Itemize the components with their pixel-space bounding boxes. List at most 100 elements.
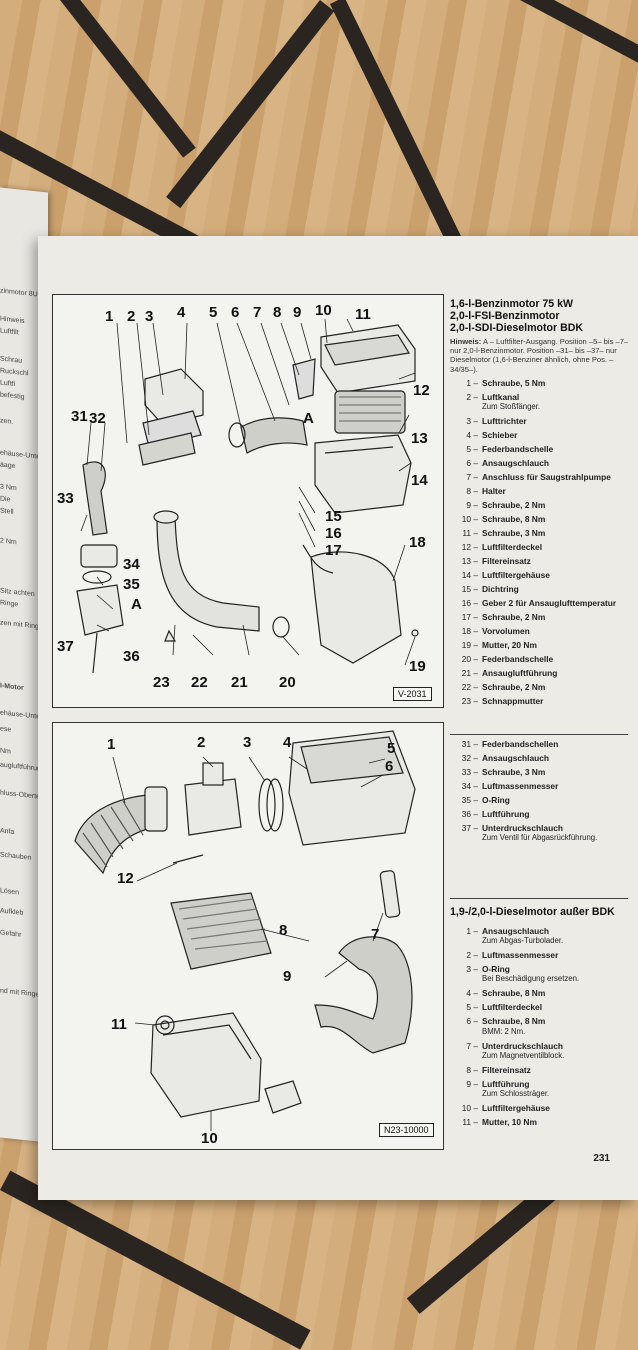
legend-item-text: Anschluss für Saugstrahlpumpe [482, 472, 632, 482]
left-page-text: Stell [0, 507, 14, 516]
left-page-text: I-Motor [0, 682, 24, 692]
legend-item-label: Federbandschellen [482, 739, 559, 749]
legend-item-text: Schraube, 2 Nm [482, 682, 632, 692]
legend-item: 1 –Schraube, 5 Nm [450, 378, 632, 388]
legend-item-text: Vorvolumen [482, 626, 632, 636]
legend-item-number: 8 – [466, 486, 478, 497]
legend-item-number: 32 – [461, 753, 478, 763]
left-page-text: Luftfilt [0, 327, 19, 337]
legend-item-text: Federbandschelle [482, 654, 632, 664]
legend-item-label: Schraube, 8 Nm [482, 1016, 546, 1027]
legend-item: 4 –Schraube, 8 Nm [450, 988, 632, 998]
callout-16: 16 [325, 525, 342, 542]
legend-item-text: Luftmassenmesser [482, 950, 632, 960]
legend-item-number: 37 – [461, 823, 478, 833]
legend-item-text: Mutter, 10 Nm [482, 1117, 632, 1127]
callout-13: 13 [411, 430, 428, 447]
legend-item-number: 18 – [461, 626, 478, 637]
callout-4: 4 [177, 304, 186, 321]
legend-item: 4 –Schieber [450, 430, 632, 440]
page-number: 231 [593, 1153, 610, 1164]
legend-item: 33 –Schraube, 3 Nm [450, 767, 632, 777]
legend-item-label: Ansaugschlauch [482, 926, 550, 936]
callout-31: 31 [71, 408, 88, 425]
callout-12: 12 [413, 382, 430, 399]
legend-item-number: 1 – [466, 926, 478, 936]
legend-item-number: 12 – [461, 542, 478, 553]
legend-item: 23 –Schnappmutter [450, 696, 632, 706]
legend-item-label: Schraube, 8 Nm [482, 514, 546, 525]
legend-item: 10 –Schraube, 8 Nm [450, 514, 632, 524]
callout-12: 12 [117, 870, 134, 887]
legend-item-text: Halter [482, 486, 632, 496]
legend-item: 11 – Mutter, 10 Nm [450, 1117, 632, 1127]
legend-item-label: Schraube, 2 Nm [482, 612, 546, 623]
legend-item-text: Schraube, 2 Nm [482, 500, 632, 510]
section2-title: 1,9-/2,0-l-Dieselmotor außer BDK [450, 906, 615, 918]
left-page-text: ehäuse-Unter [0, 449, 43, 461]
legend-item-label: Luftführung [482, 1078, 530, 1089]
left-page-text: Aufkleb [0, 907, 24, 917]
legend-item-text: Ansaugluftführung [482, 668, 632, 678]
left-page-text: zen mit Ringe [0, 619, 43, 631]
callout-6: 6 [385, 758, 394, 775]
left-page-text: 2 Nm [0, 537, 17, 547]
legend-item-number: 3 – [466, 416, 478, 427]
legend-item-text: O-Ring [482, 795, 632, 805]
table-stripe [60, 0, 196, 158]
callout-4: 4 [283, 734, 292, 751]
legend-item-label: Luftfilterdeckel [482, 542, 543, 553]
legend-item-label: Ansaugluftführung [482, 668, 558, 679]
legend-item-label: Luftkanal [482, 391, 520, 402]
left-page-text: befestig [0, 391, 25, 402]
legend-item-label: Luftführung [482, 809, 530, 819]
legend-item-label: Mutter, 20 Nm [482, 640, 537, 651]
legend-item-number: 36 – [461, 809, 478, 819]
legend-item-text: Luftfiltergehäuse [482, 570, 632, 580]
legend-item: 15 –Dichtring [450, 584, 632, 594]
legend-item: 21 –Ansaugluftführung [450, 668, 632, 678]
callout-1: 1 [105, 308, 114, 325]
callout-19: 19 [409, 658, 426, 675]
callout-5: 5 [209, 304, 218, 321]
legend-item-number: 34 – [461, 781, 478, 791]
legend-item-text: Filtereinsatz [482, 556, 632, 566]
left-page-text: zinmotor 8U [0, 287, 38, 299]
callout-7: 7 [253, 304, 262, 321]
left-page-text: 3 Nm [0, 483, 17, 493]
legend-section-1: 1,6-l-Benzinmotor 75 kW 2,0-l-FSI-Benzin… [450, 298, 632, 710]
left-page-text: Ringe [0, 599, 19, 609]
left-page-text: Nm [0, 747, 11, 756]
legend-item-text: Dichtring [482, 584, 632, 594]
legend-item-subtext: Zum Magnetventilblock. [482, 1050, 565, 1060]
legend-item: 36 – Luftführung [450, 809, 632, 819]
legend-section-2: 1,9-/2,0-l-Dieselmotor außer BDK 1 – Ansa… [450, 906, 632, 1131]
legend-item-text: Mutter, 20 Nm [482, 640, 632, 650]
legend-item-number: 6 – [466, 458, 478, 469]
legend-item: 10 –Luftfiltergehäuse [450, 1103, 632, 1113]
legend-item: 20 – Federbandschelle [450, 654, 632, 664]
legend-item-number: 2 – [466, 950, 478, 961]
left-page-text: äage [0, 461, 16, 471]
legend-item-text: Luftführung [482, 809, 632, 819]
legend-item-number: 3 – [466, 964, 478, 975]
callout-7: 7 [371, 926, 380, 943]
legend-item-label: Federbandschelle [482, 444, 554, 455]
legend-item-label: Schraube, 2 Nm [482, 500, 546, 511]
left-page-text: Lösen [0, 887, 20, 897]
callout-10: 10 [315, 302, 332, 319]
legend-item-label: Halter [482, 486, 506, 497]
figure-intake-diesel: 1 2 3 4 5 6 7 8 9 10 11 12 N23-10000 [52, 722, 444, 1150]
legend-item-number: 17 – [461, 612, 478, 623]
legend-item-label: Lufttrichter [482, 416, 527, 427]
legend-item-number: 20 – [461, 654, 478, 665]
legend-item: 18 – Vorvolumen [450, 626, 632, 636]
legend-item-text: Federbandschellen [482, 739, 632, 749]
legend-item-number: 16 – [461, 598, 478, 609]
callout-1: 1 [107, 736, 116, 753]
legend-item-number: 11 – [462, 1117, 478, 1128]
